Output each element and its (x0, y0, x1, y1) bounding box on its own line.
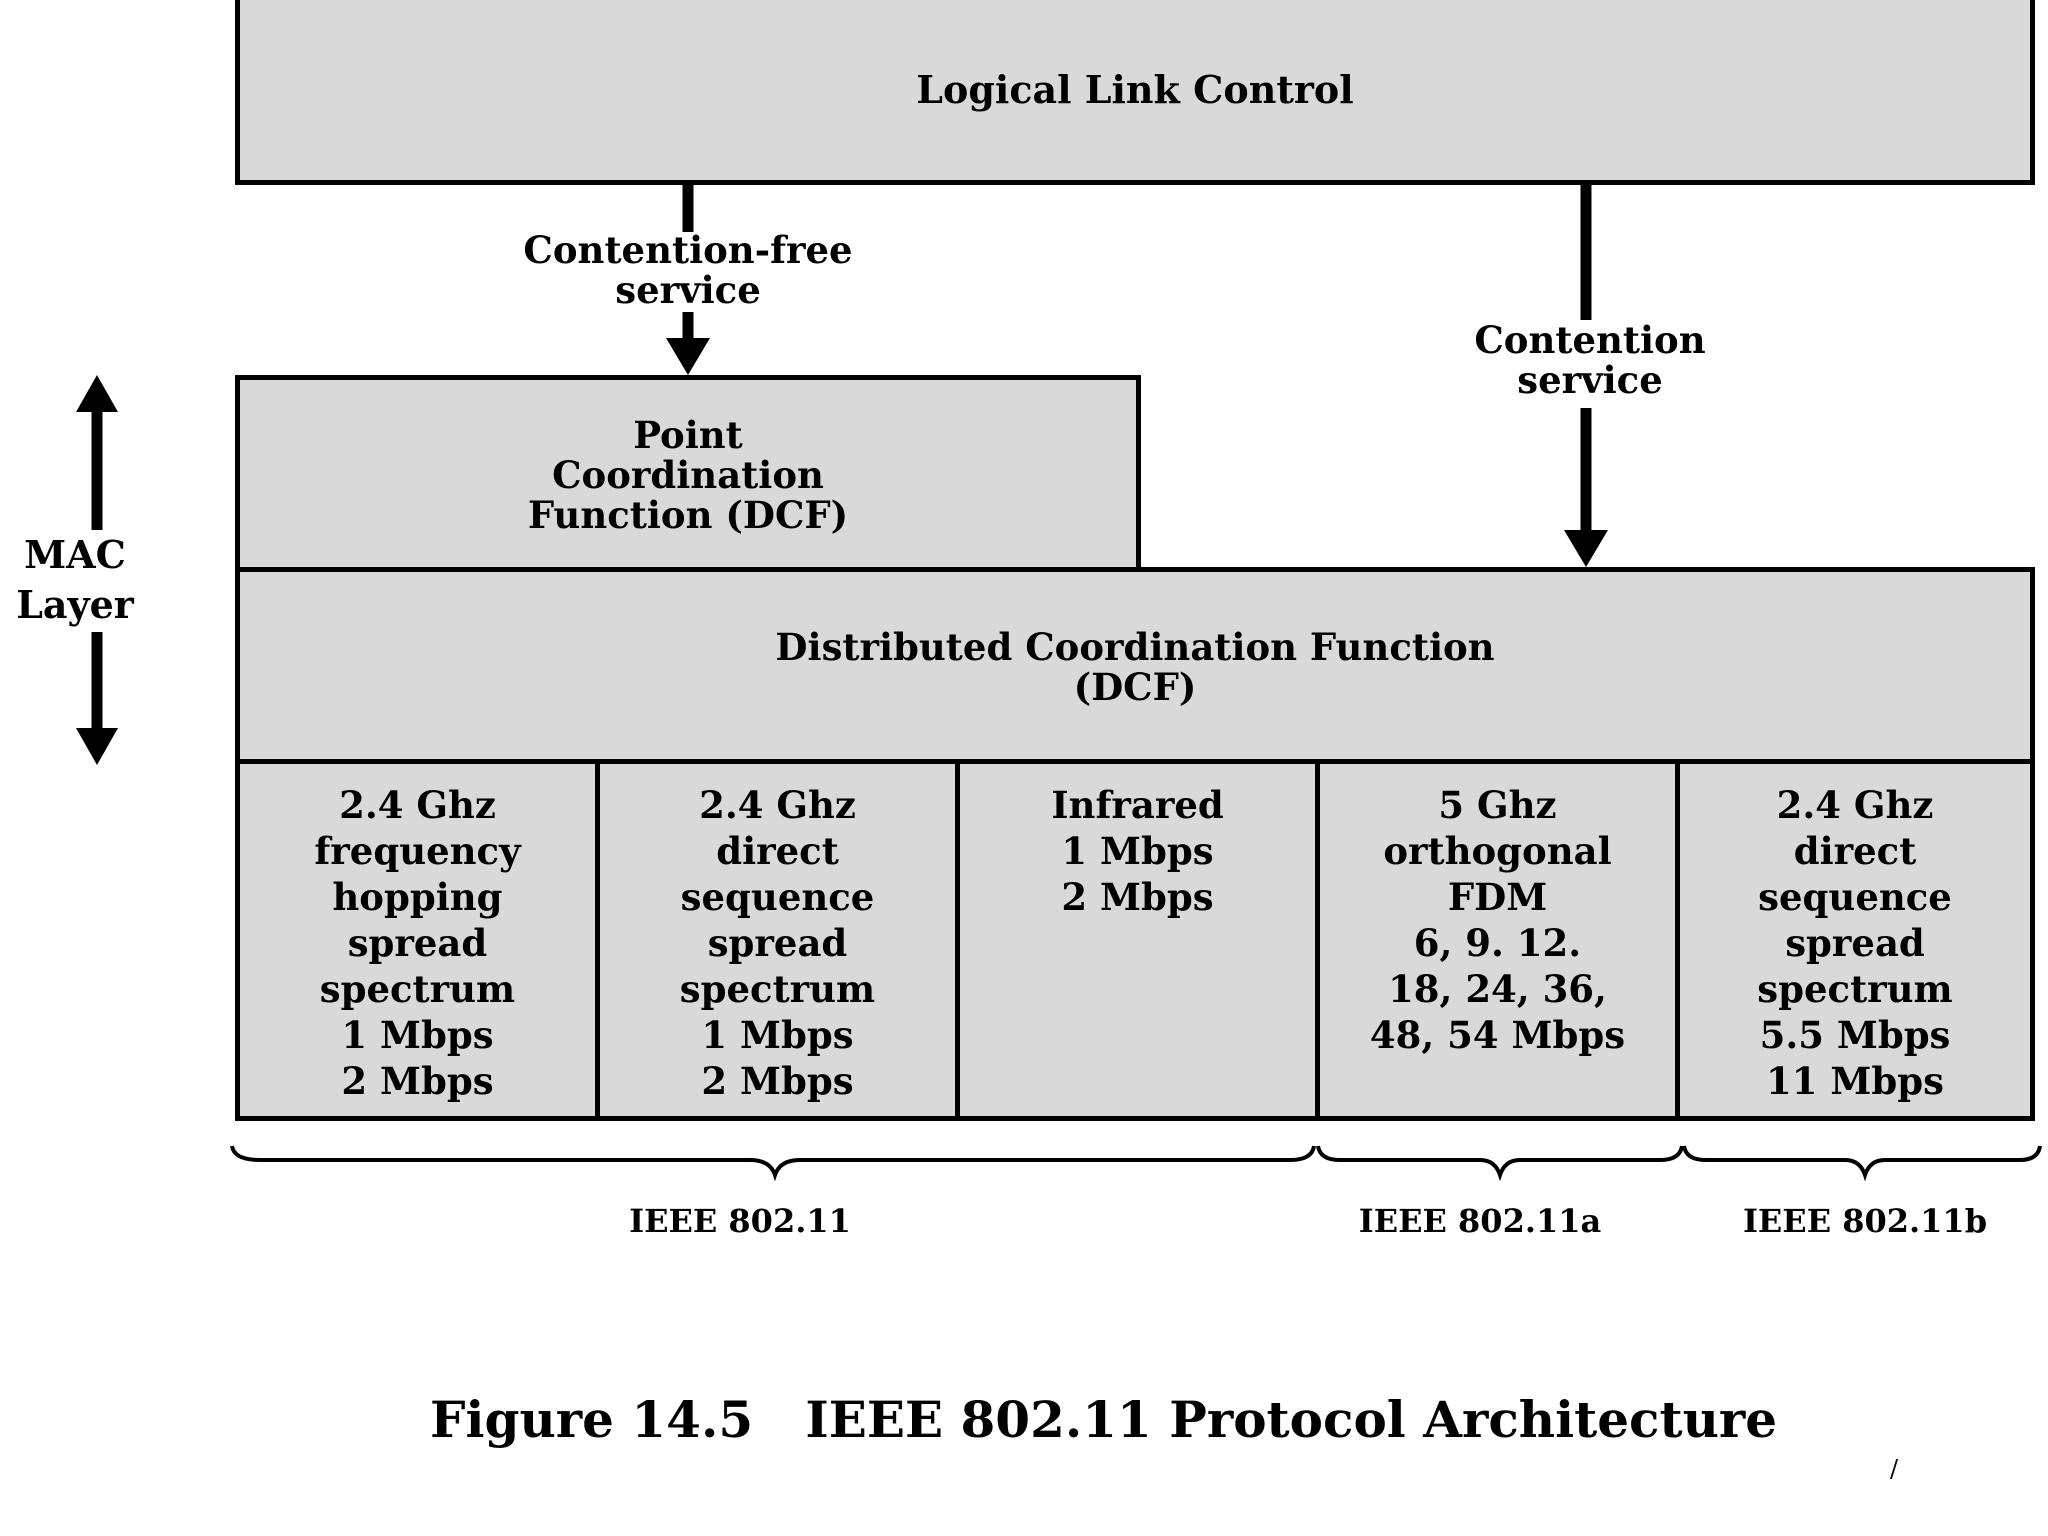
phy-cell-infrared: Infrared 1 Mbps 2 Mbps (960, 764, 1320, 1116)
standard-label-80211a: IEEE 802.11a (1358, 1202, 1602, 1240)
phy-text-fhss: 2.4 Ghz frequency hopping spread spectru… (314, 783, 521, 1103)
pcf-box: Point Coordination Function (DCF) (235, 375, 1141, 575)
standard-braces (230, 1145, 2042, 1182)
dcf-box: Distributed Coordination Function (DCF) (235, 567, 2035, 767)
phy-text-infrared: Infrared 1 Mbps 2 Mbps (1051, 783, 1224, 919)
contention-free-label: Contention-free service (523, 228, 853, 312)
contention-arrow (1564, 185, 1608, 567)
dcf-label: Distributed Coordination Function (DCF) (775, 625, 1495, 709)
mac-layer-label: MAC Layer (16, 532, 134, 627)
phy-cell-ofdm: 5 Ghz orthogonal FDM 6, 9. 12. 18, 24, 3… (1320, 764, 1680, 1116)
phy-text-ofdm: 5 Ghz orthogonal FDM 6, 9. 12. 18, 24, 3… (1369, 783, 1626, 1057)
corner-mark: / (1890, 1455, 1899, 1483)
pcf-label: Point Coordination Function (DCF) (527, 413, 849, 537)
standard-label-80211b: IEEE 802.11b (1742, 1202, 1988, 1240)
llc-box: Logical Link Control (235, 0, 2035, 185)
arrows (76, 185, 1608, 765)
phy-cell-fhss: 2.4 Ghz frequency hopping spread spectru… (240, 764, 600, 1116)
mac-layer-arrow (76, 375, 118, 765)
brace-80211b (1682, 1145, 2042, 1182)
contention-free-arrow (666, 185, 710, 375)
standard-label-80211: IEEE 802.11 (629, 1202, 851, 1240)
phy-text-dsss: 2.4 Ghz direct sequence spread spectrum … (679, 783, 876, 1103)
phy-row: 2.4 Ghz frequency hopping spread spectru… (235, 759, 2035, 1121)
llc-label: Logical Link Control (916, 67, 1354, 112)
brace-80211a (1316, 1145, 1684, 1182)
figure-caption: Figure 14.5 IEEE 802.11 Protocol Archite… (430, 1390, 1778, 1449)
contention-label: Contention service (1474, 318, 1706, 402)
phy-cell-dsss: 2.4 Ghz direct sequence spread spectrum … (600, 764, 960, 1116)
phy-text-hr-dsss: 2.4 Ghz direct sequence spread spectrum … (1757, 783, 1953, 1103)
brace-80211 (230, 1145, 1316, 1182)
phy-cell-hr-dsss: 2.4 Ghz direct sequence spread spectrum … (1680, 764, 2030, 1116)
